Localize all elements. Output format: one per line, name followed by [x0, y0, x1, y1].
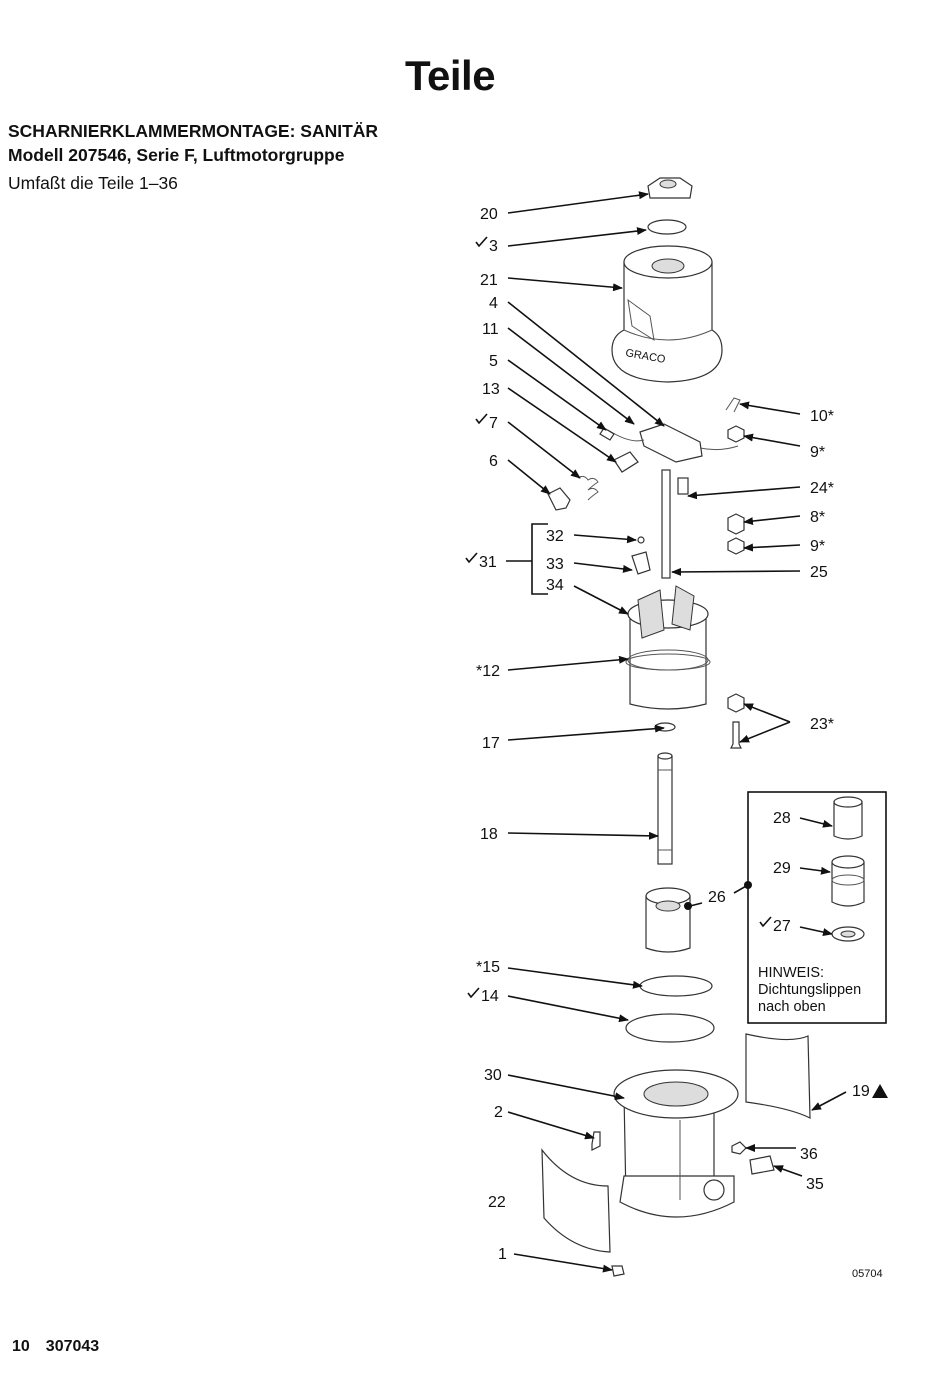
part-27-u-cup-seal [831, 926, 865, 942]
document-number: 307043 [45, 1338, 100, 1355]
callout-15: *15 [476, 959, 500, 976]
part-10-clip [725, 397, 741, 413]
inset-box [747, 791, 887, 1024]
callout-20: 20 [480, 206, 498, 223]
part-35-air-valve [749, 1155, 775, 1175]
callout-29: 29 [773, 860, 791, 877]
part-1-screw [611, 1265, 625, 1277]
part-17-retaining-ring [654, 722, 676, 732]
check-mark-icon [475, 413, 488, 424]
callout-3: 3 [489, 238, 498, 255]
callout-33: 33 [546, 556, 564, 573]
callout-31: 31 [479, 554, 497, 571]
part-30-motor-frame [613, 1069, 739, 1218]
part-3-o-ring [647, 219, 687, 235]
part-2-screw [591, 1131, 601, 1151]
callout-1: 1 [498, 1246, 507, 1263]
part-9-nut-lower [727, 537, 745, 555]
part-33-clip [631, 551, 651, 575]
part-34-valve-housing [627, 585, 709, 710]
inset-note-line-2: Dichtungslippen [758, 982, 861, 998]
part-23-nut [727, 693, 745, 713]
callout-36: 36 [800, 1146, 818, 1163]
part-36-nut [731, 1141, 747, 1155]
callout-18: 18 [480, 826, 498, 843]
inset-note-line-1: HINWEIS: [758, 965, 824, 981]
callout-9-lower: 9* [810, 538, 825, 555]
callout-25: 25 [810, 564, 828, 581]
part-14-o-ring [625, 1013, 715, 1043]
callout-27: 27 [773, 918, 791, 935]
callout-24: 24* [810, 480, 834, 497]
part-5-poppet [599, 427, 615, 441]
part-23-bolt [730, 721, 742, 749]
part-22-shield [541, 1148, 611, 1253]
callout-6: 6 [489, 453, 498, 470]
part-9-nut-upper [727, 425, 745, 443]
part-26-gland [645, 887, 691, 953]
callout-28: 28 [773, 810, 791, 827]
includes-parts-text: Umfaßt die Teile 1–36 [8, 173, 178, 193]
part-20-cap [647, 177, 693, 199]
part-21-motor-cover: GRACO [611, 245, 723, 383]
callout-13: 13 [482, 381, 500, 398]
callout-26: 26 [708, 889, 726, 906]
callout-9-upper: 9* [810, 444, 825, 461]
part-valve-rod [661, 469, 671, 579]
callout-11: 11 [482, 321, 499, 338]
page-footer: 10 307043 [12, 1338, 115, 1356]
callout-14: 14 [481, 988, 499, 1005]
callout-30: 30 [484, 1067, 502, 1084]
part-8-bushing [727, 513, 745, 535]
callout-35: 35 [806, 1176, 824, 1193]
part-29-throat [831, 855, 865, 907]
callout-34: 34 [546, 577, 564, 594]
part-32-screw [637, 536, 645, 544]
callout-19: 19 [852, 1083, 870, 1100]
callout-32: 32 [546, 528, 564, 545]
part-13-detent-plunger [613, 451, 639, 473]
page-number: 10 [12, 1338, 30, 1355]
callout-17: 17 [482, 735, 500, 752]
part-19-shield [745, 1033, 811, 1119]
assembly-heading: SCHARNIERKLAMMERMONTAGE: SANITÄR [8, 121, 379, 141]
part-24-fitting [677, 477, 689, 495]
callout-2: 2 [494, 1104, 503, 1121]
callout-10: 10* [810, 408, 834, 425]
part-15-o-ring [639, 975, 713, 997]
part-7-spring [577, 475, 599, 501]
callout-12: *12 [476, 663, 500, 680]
page-title: Teile [404, 52, 496, 99]
callout-8: 8* [810, 509, 825, 526]
part-6-plug [547, 487, 571, 511]
inset-note-line-3: nach oben [758, 999, 826, 1015]
callout-23: 23* [810, 716, 834, 733]
callout-22: 22 [488, 1194, 506, 1211]
model-heading: Modell 207546, Serie F, Luftmotorgruppe [8, 145, 345, 165]
check-mark-icon [467, 987, 480, 998]
check-mark-icon [465, 552, 478, 563]
warning-triangle-icon [872, 1084, 888, 1098]
figure-id: 05704 [852, 1268, 883, 1280]
part-18-piston-rod [657, 752, 673, 865]
callout-21: 21 [480, 272, 498, 289]
callout-7: 7 [489, 415, 498, 432]
part-28-bearing [833, 796, 863, 840]
check-mark-icon [475, 236, 488, 247]
callout-4: 4 [489, 295, 498, 312]
callout-5: 5 [489, 353, 498, 370]
